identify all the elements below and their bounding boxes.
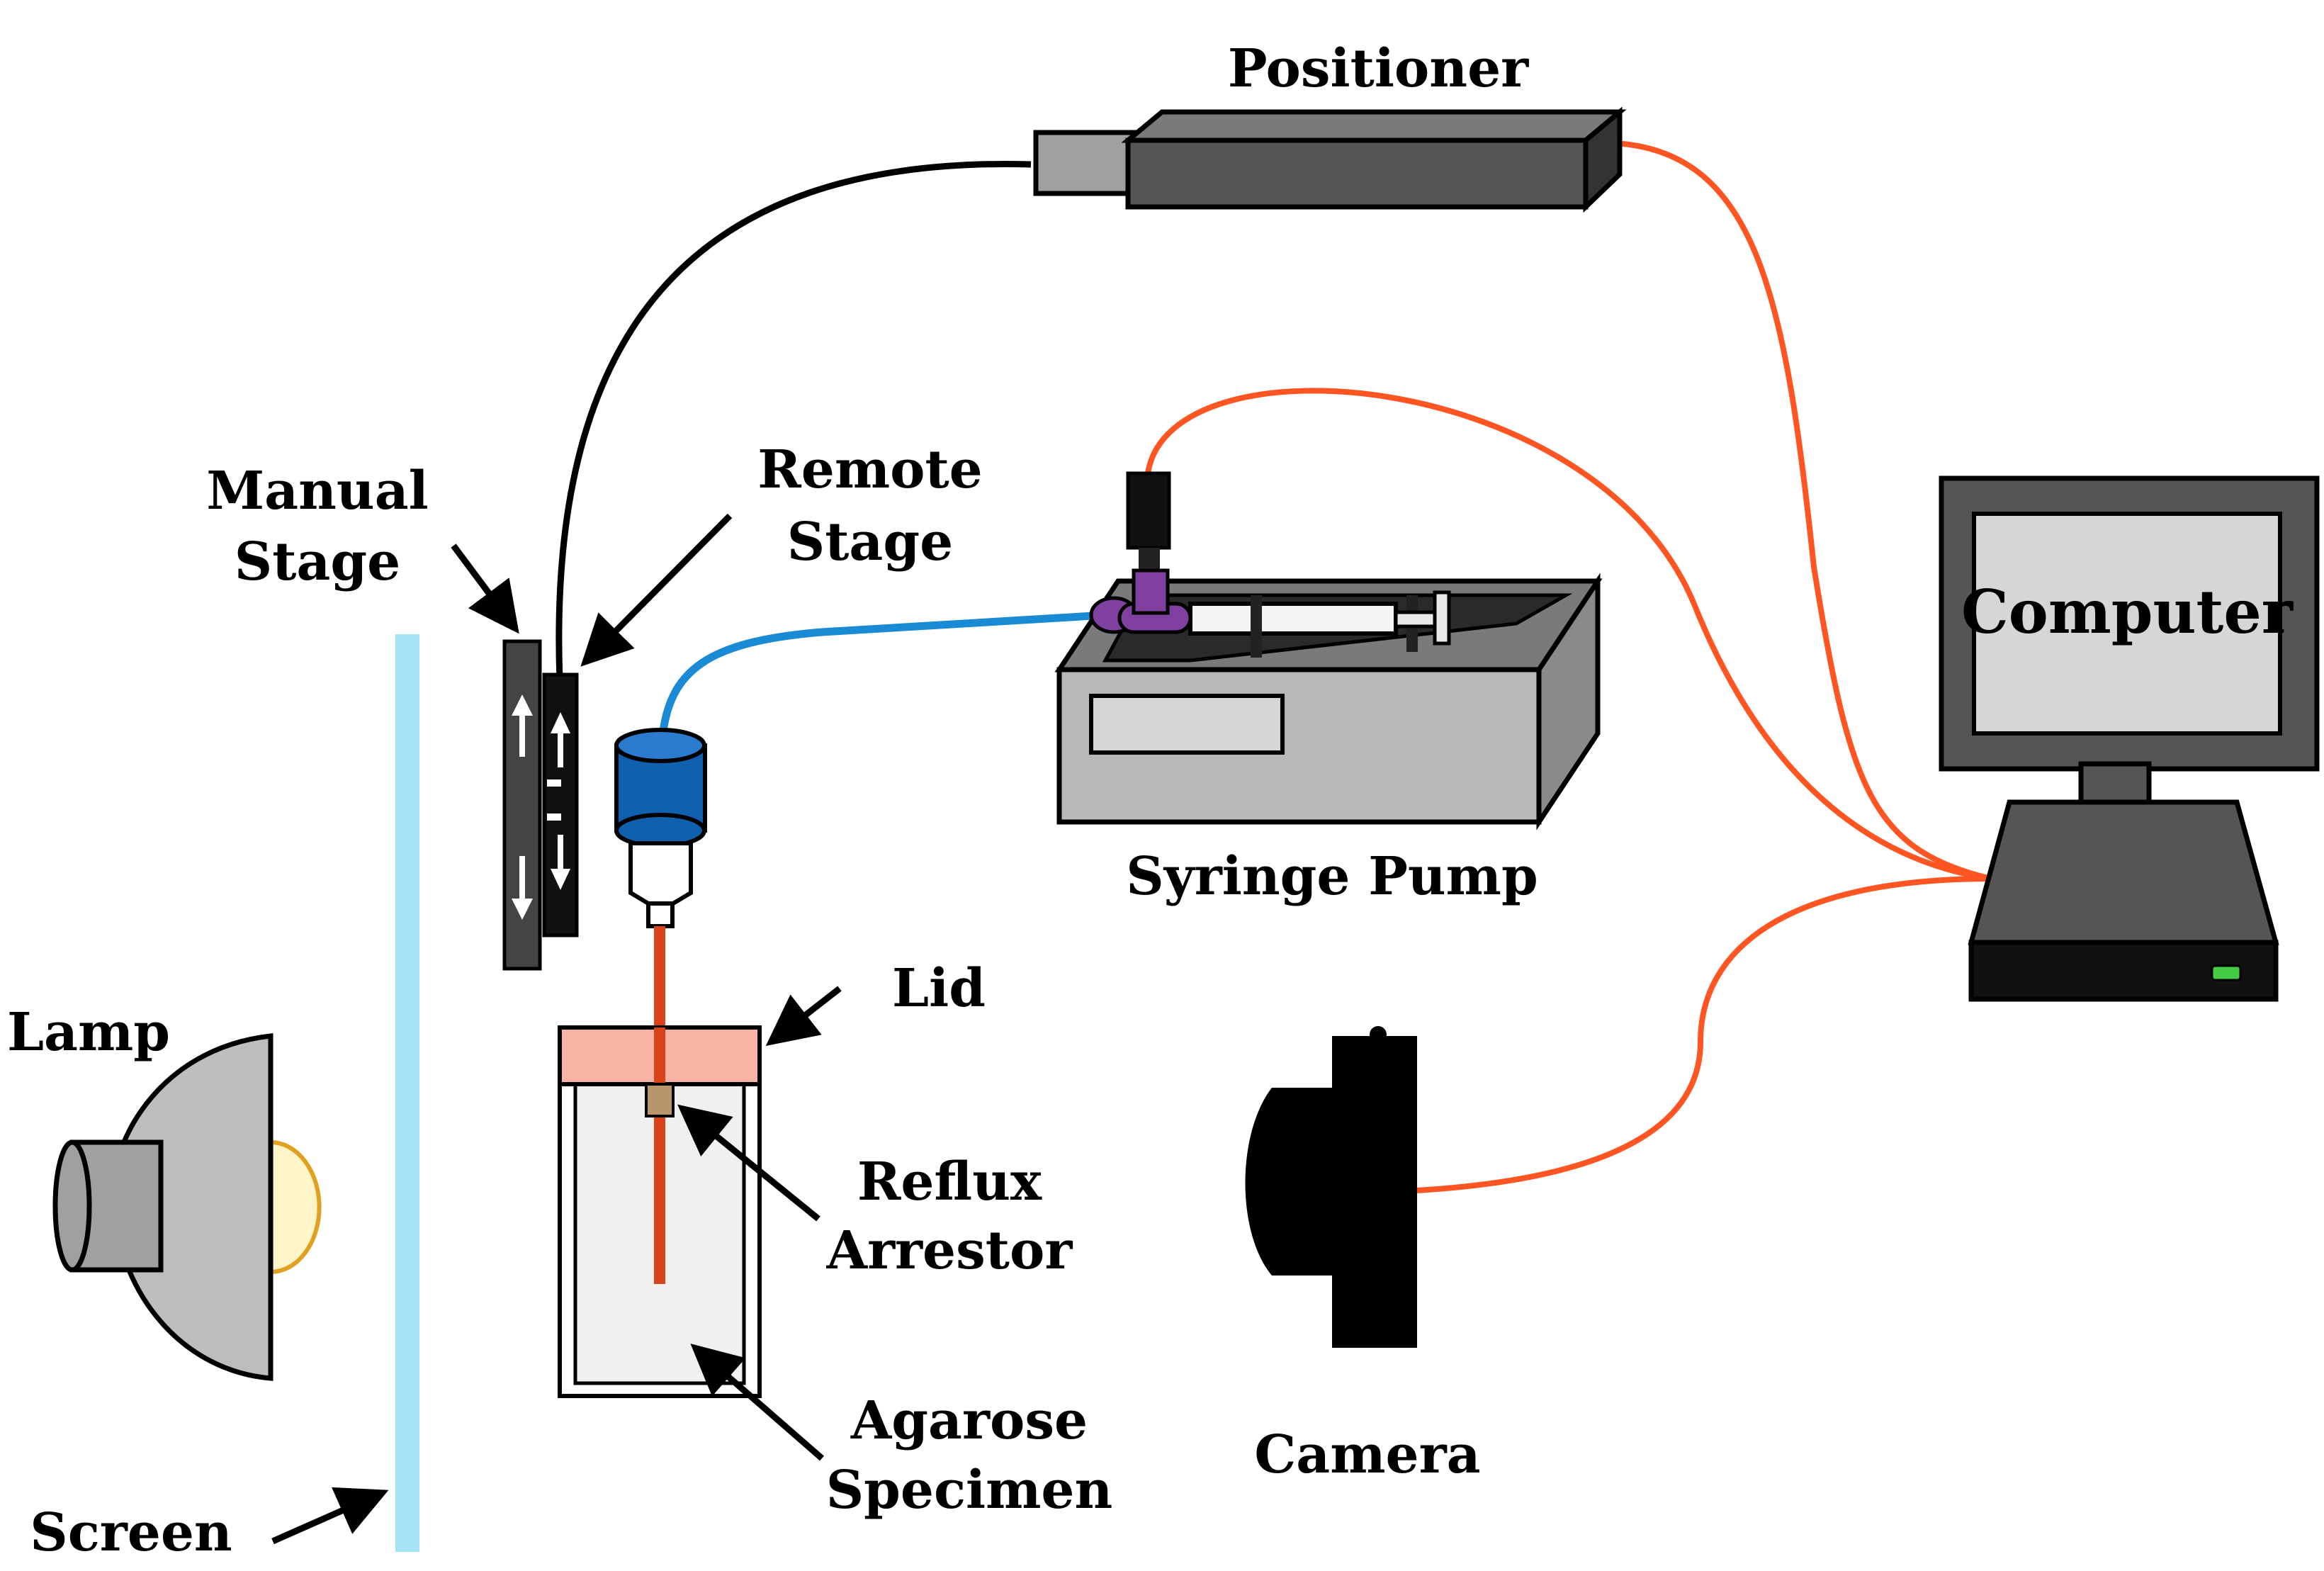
- camera-to-computer-cable: [1416, 876, 1992, 1193]
- specimen-container: [558, 1025, 762, 1398]
- reflux-arrestor-label-line1: Reflux: [857, 1151, 1042, 1212]
- syringe-plunger: [1394, 610, 1437, 629]
- remote-stage-label-line1: Remote: [757, 439, 983, 500]
- camera-lens: [1245, 1088, 1332, 1276]
- lid-arrow: [765, 986, 842, 1047]
- positioner-label: Positioner: [1228, 38, 1529, 99]
- lamp-bulb: [269, 1139, 322, 1275]
- lamp-label: Lamp: [7, 1002, 170, 1063]
- camera-button: [1370, 1026, 1387, 1043]
- lid-label: Lid: [892, 958, 986, 1019]
- manual-stage-label-line2: Stage: [235, 531, 400, 592]
- remote-stage-arrow: [580, 513, 733, 667]
- fluid-tube: [658, 611, 1106, 738]
- manual-stage-arrows-icon: [512, 694, 533, 920]
- lamp-socket-end: [52, 1139, 92, 1273]
- camera-label: Camera: [1254, 1424, 1480, 1485]
- diffuser-screen: [395, 634, 419, 1552]
- manual-stage-arrow: [451, 544, 519, 634]
- monitor-screen: [1972, 512, 2282, 736]
- syringe-plunger-head: [1433, 590, 1451, 646]
- computer: [1939, 475, 2320, 1002]
- syringe-clamp-1: [1251, 595, 1262, 658]
- manual-stage-label-line1: Manual: [206, 461, 429, 522]
- blue-connector-top: [614, 728, 706, 763]
- positioner-to-computer-cable: [1615, 140, 1992, 882]
- reflux-arrestor-label-line2: Arrestor: [826, 1220, 1073, 1281]
- camera-body: [1332, 1036, 1417, 1348]
- computer-label: Computer: [1961, 577, 2294, 647]
- positioner-top-face: [1121, 109, 1627, 143]
- injection-assembly: [614, 728, 707, 1284]
- remote-stage-label-line2: Stage: [787, 512, 953, 573]
- pressure-sensor-cap: [1126, 471, 1171, 550]
- computer-base-top: [1968, 799, 2279, 945]
- lamp: [52, 1033, 322, 1381]
- positioner-front-face: [1125, 137, 1589, 210]
- positioner-to-stage-cable: [555, 160, 1032, 681]
- syringe-barrel: [1188, 602, 1398, 636]
- syringe-pump: [1054, 471, 1603, 830]
- needle-collar: [646, 901, 675, 928]
- camera: [1245, 1026, 1417, 1348]
- syringe-pump-label: Syringe Pump: [1126, 846, 1538, 907]
- needle-in-container: [654, 1027, 665, 1284]
- pump-to-computer-cable: [1145, 388, 1992, 882]
- positioner-motor: [1033, 130, 1138, 196]
- agarose-specimen-label-line1: Agarose: [850, 1390, 1088, 1451]
- screen-label-arrow: [271, 1487, 389, 1545]
- pump-display: [1089, 694, 1285, 755]
- reflux-arrestor-arrow: [677, 1104, 820, 1222]
- positioner: [1033, 106, 1627, 213]
- needle-hub: [628, 841, 693, 906]
- cables: [555, 140, 1992, 1193]
- agarose-specimen-label-line2: Specimen: [826, 1460, 1113, 1521]
- remote-stage-arrows-icon: [547, 712, 570, 890]
- syringe-connector: [1089, 568, 1192, 634]
- reflux-arrestor: [645, 1083, 675, 1117]
- power-led: [2211, 964, 2242, 981]
- agarose-specimen-arrow: [690, 1344, 824, 1461]
- screen-label: Screen: [30, 1502, 232, 1563]
- stages: [502, 639, 579, 971]
